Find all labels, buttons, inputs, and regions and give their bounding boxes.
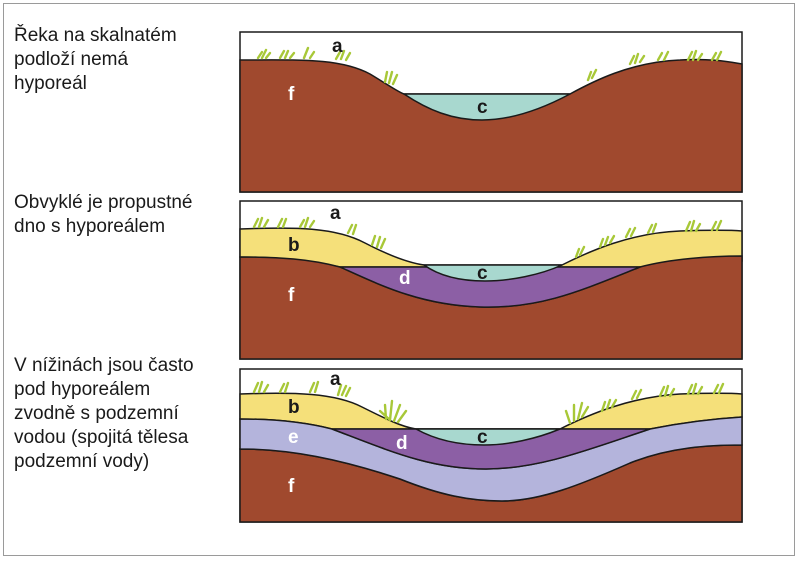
grass-tuft bbox=[684, 219, 702, 233]
label-water: c bbox=[477, 97, 488, 118]
caption-line: podzemní vody) bbox=[14, 451, 150, 472]
cross-section-bedrock: a c f bbox=[239, 31, 743, 193]
grass-tuft bbox=[628, 52, 646, 66]
grass-tuft bbox=[346, 223, 358, 236]
caption-lowland-aquifer: V nížinách jsou často pod hyporeálem zvo… bbox=[14, 354, 194, 474]
grass-tuft bbox=[710, 50, 723, 62]
grass-tuft bbox=[710, 219, 723, 232]
river-water bbox=[421, 264, 563, 282]
grass-tuft bbox=[276, 217, 288, 229]
grass-tufts bbox=[252, 216, 723, 259]
label-hyporheic: d bbox=[396, 433, 408, 454]
grass-tuft bbox=[252, 216, 270, 229]
caption-line: zvodně s podzemní bbox=[14, 403, 179, 424]
caption-line: Řeka na skalnatém bbox=[14, 25, 177, 46]
grass-tuft bbox=[298, 216, 316, 229]
grass-tuft bbox=[586, 68, 598, 82]
grass-tuft bbox=[278, 49, 296, 60]
grass-tuft bbox=[646, 222, 658, 235]
grass-tuft bbox=[658, 384, 676, 398]
label-vegetation: a bbox=[330, 203, 341, 224]
river-water bbox=[401, 93, 571, 121]
hyporheic-zone bbox=[331, 428, 651, 470]
grass-tuft bbox=[308, 380, 320, 394]
grass-tuft bbox=[564, 401, 590, 425]
label-soil: b bbox=[288, 235, 300, 256]
label-hyporheic: d bbox=[399, 268, 411, 289]
label-vegetation: a bbox=[330, 369, 341, 390]
grass-tuft bbox=[256, 48, 272, 60]
grass-tuft bbox=[278, 381, 290, 394]
grass-tuft bbox=[598, 234, 616, 249]
grass-tuft bbox=[686, 382, 704, 396]
label-bedrock: f bbox=[288, 285, 295, 306]
grass-tufts bbox=[252, 380, 725, 425]
grass-tuft bbox=[383, 70, 399, 86]
grass-tuft bbox=[252, 380, 270, 394]
river-water bbox=[413, 428, 561, 446]
caption-permeable-bed: Obvyklé je propustné dno s hyporeálem bbox=[14, 191, 193, 239]
grass-tuft bbox=[686, 49, 704, 62]
grass-tuft bbox=[302, 46, 316, 60]
label-vegetation: a bbox=[332, 36, 343, 57]
caption-bedrock-river: Řeka na skalnatém podloží nemá hyporeál bbox=[14, 24, 177, 96]
cross-section-lowland: a b c d e f bbox=[239, 368, 743, 523]
grass-tuft bbox=[600, 398, 618, 413]
caption-line: V nížinách jsou často bbox=[14, 355, 194, 376]
caption-line: dno s hyporeálem bbox=[14, 216, 166, 237]
label-soil: b bbox=[288, 397, 300, 418]
cross-section-permeable: a b c d f bbox=[239, 200, 743, 360]
grass-tuft bbox=[630, 388, 643, 401]
label-bedrock: f bbox=[288, 84, 295, 105]
caption-line: podloží nemá bbox=[14, 49, 129, 70]
label-water: c bbox=[477, 263, 488, 284]
caption-line: pod hyporeálem bbox=[14, 379, 151, 400]
grass-tuft bbox=[334, 49, 352, 62]
grass-tuft bbox=[370, 234, 387, 250]
grass-tuft bbox=[712, 382, 725, 395]
grass-tuft bbox=[378, 399, 408, 424]
hyporheic-zone bbox=[339, 266, 641, 308]
grass-tuft bbox=[624, 226, 637, 239]
grass-tuft bbox=[656, 50, 670, 62]
label-groundwater: e bbox=[288, 427, 299, 448]
caption-line: Obvyklé je propustné bbox=[14, 192, 193, 213]
grass-tuft bbox=[574, 245, 586, 259]
label-water: c bbox=[477, 427, 488, 448]
caption-line: vodou (spojitá tělesa bbox=[14, 427, 189, 448]
caption-line: hyporeál bbox=[14, 73, 87, 94]
grass-tuft bbox=[336, 383, 352, 398]
grass-tufts bbox=[256, 46, 723, 86]
label-bedrock: f bbox=[288, 476, 295, 497]
figure-frame: Řeka na skalnatém podloží nemá hyporeál … bbox=[3, 3, 795, 556]
